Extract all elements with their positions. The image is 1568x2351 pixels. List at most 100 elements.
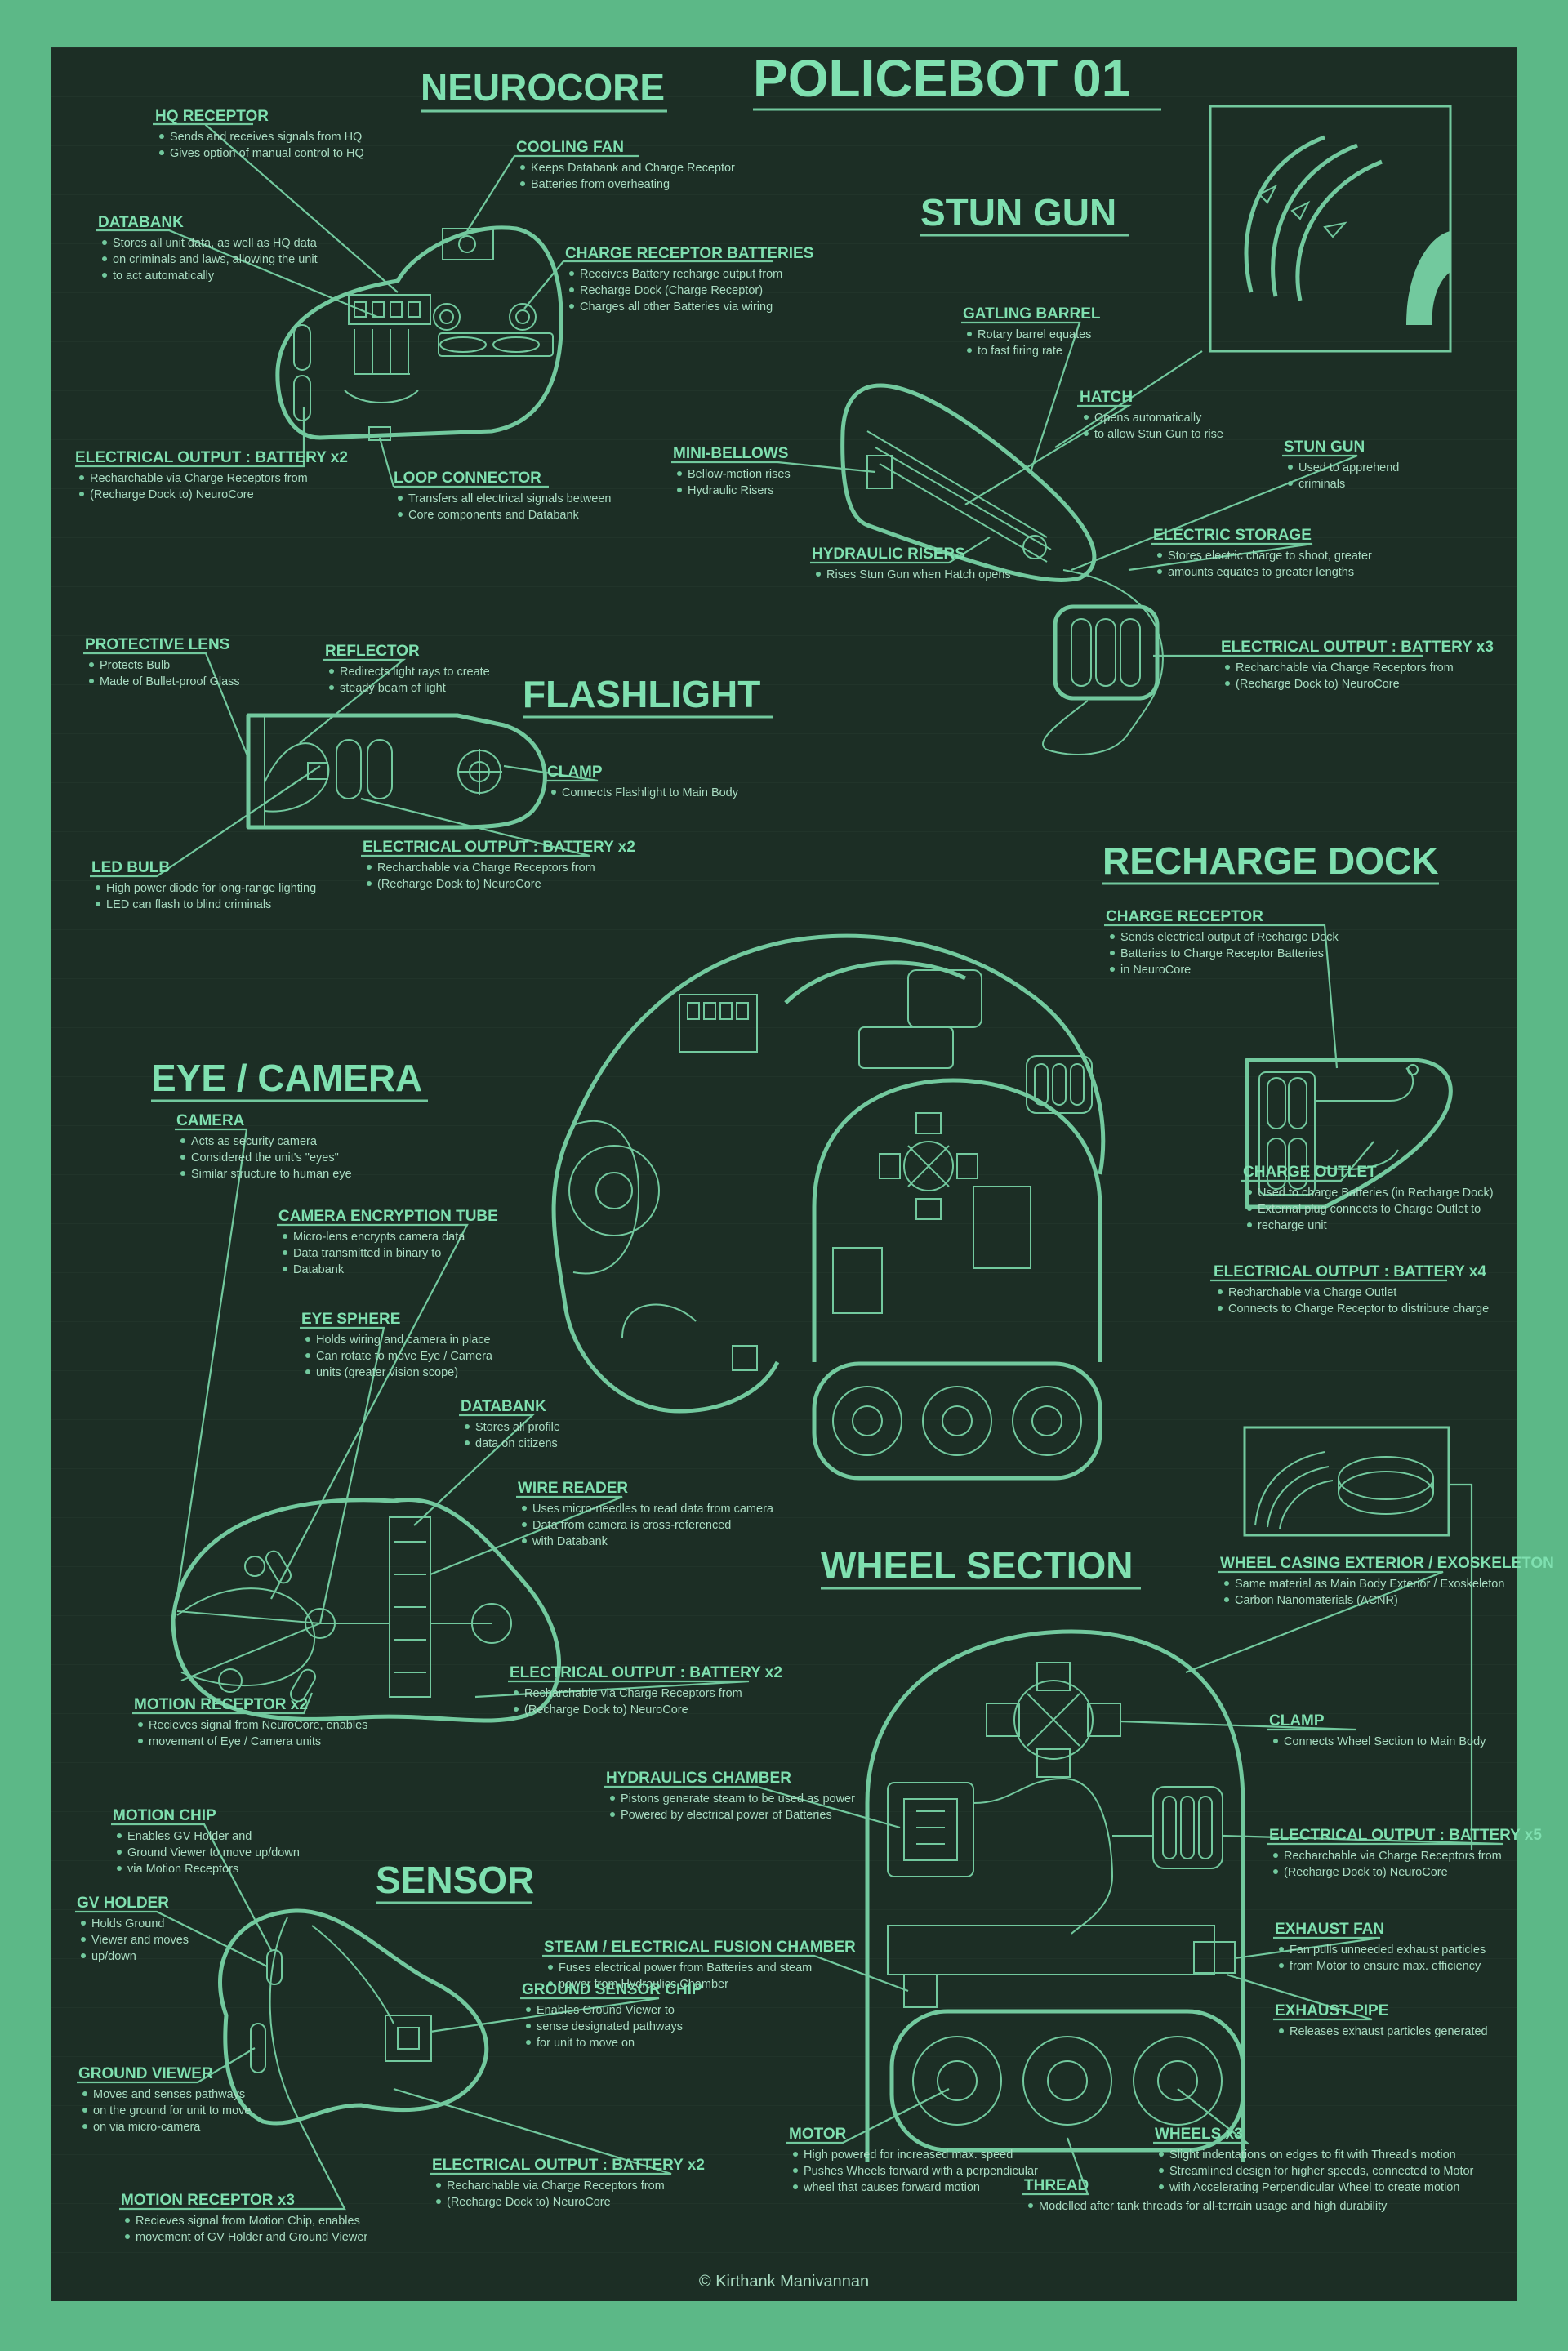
bullet-dot	[436, 2199, 441, 2204]
callout-note: via Motion Receptors	[127, 1863, 238, 1876]
callout-label: ELECTRICAL OUTPUT : BATTERY x2	[432, 2157, 705, 2174]
bullet-dot	[1279, 2028, 1284, 2033]
bullet-dot	[465, 1440, 470, 1445]
bullet-dot	[1110, 967, 1115, 972]
callout-label: LOOP CONNECTOR	[394, 470, 541, 487]
callout-note: (Recharge Dock to) NeuroCore	[524, 1703, 688, 1716]
callout-note: (Recharge Dock to) NeuroCore	[447, 2196, 611, 2209]
bullet-dot	[1028, 2203, 1033, 2208]
bullet-dot	[81, 1921, 86, 1926]
bullet-dot	[569, 287, 574, 292]
callout-note: Protects Bulb	[100, 659, 170, 672]
callout-note: (Recharge Dock to) NeuroCore	[90, 488, 254, 501]
callout-note: Pushes Wheels forward with a perpendicul…	[804, 2165, 1038, 2178]
bullet-dot	[1247, 1190, 1252, 1195]
bullet-dot	[1273, 1869, 1278, 1874]
callout-label: REFLECTOR	[325, 643, 420, 660]
bullet-dot	[569, 304, 574, 309]
callout-label: CHARGE RECEPTOR BATTERIES	[565, 245, 813, 262]
svg-text:STUN GUN: STUN GUN	[920, 191, 1116, 234]
callout-label: EYE SPHERE	[301, 1311, 400, 1328]
callout-label: EXHAUST FAN	[1275, 1921, 1384, 1938]
bullet-dot	[522, 1538, 527, 1543]
callout-note: wheel that causes forward motion	[803, 2181, 980, 2194]
callout-label: ELECTRICAL OUTPUT : BATTERY x3	[1221, 639, 1494, 656]
callout-label: ELECTRICAL OUTPUT : BATTERY x2	[75, 449, 348, 466]
bullet-dot	[569, 271, 574, 276]
callout-note: sense designated pathways	[537, 2020, 683, 2033]
bullet-dot	[793, 2184, 798, 2189]
bullet-dot	[522, 1522, 527, 1527]
callout-label: PROTECTIVE LENS	[85, 636, 229, 653]
callout-note: Moves and senses pathways	[93, 2088, 245, 2101]
bullet-dot	[1273, 1739, 1278, 1743]
callout-note: Hydraulic Risers	[688, 484, 774, 497]
callout-label: COOLING FAN	[516, 139, 624, 156]
callout-note: Recharchable via Charge Receptors from	[1236, 661, 1454, 675]
bullet-dot	[548, 1981, 553, 1986]
bullet-dot	[436, 2183, 441, 2188]
poster: POLICEBOT 01 NEUROCORE STUN GUN FLASHLIG…	[51, 47, 1554, 2301]
bullet-dot	[465, 1424, 470, 1429]
callout-note: Recieves signal from Motion Chip, enable…	[136, 2215, 360, 2228]
callout-note: data on citizens	[475, 1437, 558, 1450]
callout-note: to act automatically	[113, 269, 215, 283]
callout-note: Can rotate to move Eye / Camera	[316, 1350, 493, 1363]
callout-label: MINI-BELLOWS	[673, 445, 788, 462]
bullet-dot	[514, 1690, 519, 1695]
bullet-dot	[793, 2152, 798, 2157]
bullet-dot	[1288, 465, 1293, 470]
stun-gun-inset	[1209, 105, 1452, 353]
callout-label: CLAMP	[547, 764, 603, 781]
bullet-dot	[138, 1722, 143, 1727]
callout-label: DATABANK	[461, 1398, 546, 1415]
bullet-dot	[1225, 665, 1230, 670]
bullet-dot	[1225, 681, 1230, 686]
bullet-dot	[96, 885, 100, 890]
bullet-dot	[1084, 415, 1089, 420]
callout-label: CHARGE RECEPTOR	[1106, 908, 1263, 925]
bullet-dot	[1279, 1963, 1284, 1968]
bullet-dot	[117, 1866, 122, 1871]
callout-note: from Motor to ensure max. efficiency	[1290, 1960, 1481, 1973]
flashlight-diagram	[246, 713, 547, 830]
bullet-dot	[102, 240, 107, 245]
callout-note: Stores all unit data, as well as HQ data	[113, 237, 318, 250]
callout-label: WHEEL CASING EXTERIOR / EXOSKELETON	[1220, 1555, 1554, 1572]
callout-note: External plug connects to Charge Outlet …	[1258, 1203, 1481, 1216]
bullet-dot	[329, 669, 334, 674]
bullet-dot	[89, 662, 94, 667]
callout-note: for unit to move on	[537, 2037, 635, 2050]
callout-note: amounts equates to greater lengths	[1168, 566, 1354, 579]
bullet-dot	[82, 2108, 87, 2113]
bullet-dot	[1159, 2184, 1164, 2189]
section-title-wheel-section: WHEEL SECTION	[821, 1544, 1141, 1590]
callout-note: Made of Bullet-proof Glass	[100, 675, 240, 688]
bullet-dot	[82, 2124, 87, 2129]
bullet-dot	[1247, 1222, 1252, 1227]
bullet-dot	[522, 1506, 527, 1511]
callout-note: steady beam of light	[340, 682, 446, 695]
bullet-dot	[180, 1171, 185, 1176]
callout-gun-battery: ELECTRICAL OUTPUT : BATTERY x3 Recharchab…	[1221, 639, 1494, 691]
bullet-dot	[117, 1833, 122, 1838]
callout-note: Recharchable via Charge Outlet	[1228, 1286, 1396, 1299]
callout-label: ELECTRICAL OUTPUT : BATTERY x4	[1214, 1263, 1486, 1280]
callout-note: Micro-lens encrypts camera data	[293, 1231, 466, 1244]
callout-note: on criminals and laws, allowing the unit	[113, 253, 318, 266]
callout-note: criminals	[1298, 478, 1345, 491]
poster-title: POLICEBOT 01	[753, 49, 1161, 111]
callout-note: on via micro-camera	[93, 2121, 201, 2134]
callout-label: GROUND VIEWER	[78, 2065, 213, 2082]
callout-dock-battery: ELECTRICAL OUTPUT : BATTERY x4 Recharchab…	[1214, 1263, 1489, 1316]
callout-note: Core components and Databank	[408, 509, 580, 522]
bullet-dot	[81, 1937, 86, 1942]
callout-note: Carbon Nanomaterials (ACNR)	[1235, 1594, 1398, 1607]
